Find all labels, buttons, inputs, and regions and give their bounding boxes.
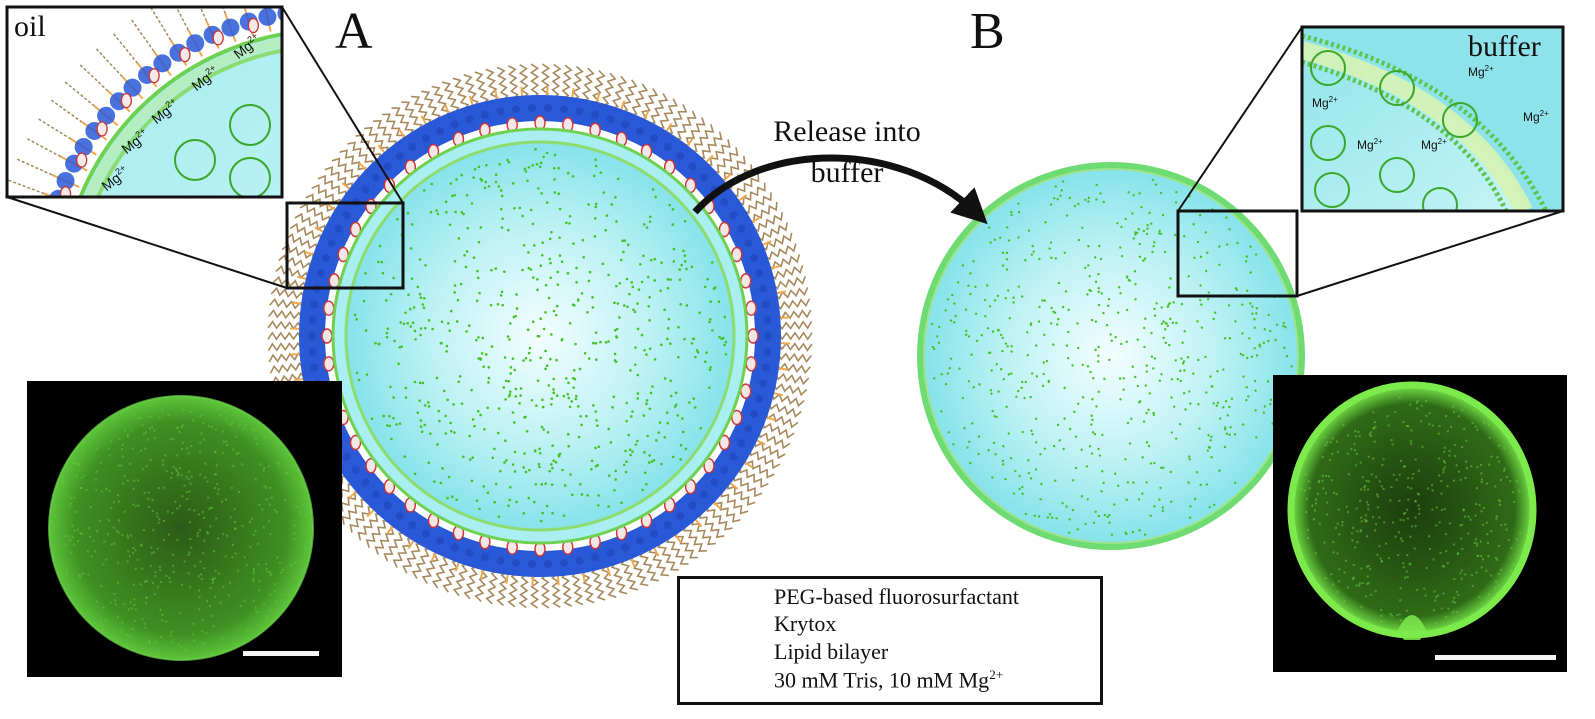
release-arrow-label-line-1: Release into bbox=[773, 115, 921, 148]
inset-b-vesicle-7 bbox=[1422, 187, 1458, 211]
zoom-box-a bbox=[285, 201, 405, 290]
inset-b-vesicle-5 bbox=[1379, 157, 1415, 193]
inset-b-ion-label-2: Mg2+ bbox=[1357, 137, 1383, 152]
legend-box: PEG-based fluorosurfactant Krytox Lipid … bbox=[677, 576, 1103, 705]
scale-bar-a bbox=[243, 651, 319, 656]
legend-label-buffer: 30 mM Tris, 10 mM Mg2+ bbox=[774, 667, 1003, 693]
inset-b-vesicle-1 bbox=[1310, 50, 1346, 86]
inset-b bbox=[1300, 25, 1565, 213]
scale-bar-b bbox=[1435, 655, 1556, 660]
droplet-a-lipid-inner bbox=[344, 140, 736, 532]
legend-label-buffer-sup: 2+ bbox=[989, 667, 1004, 682]
micrograph-a bbox=[27, 381, 342, 677]
release-arrow-label-line-2: buffer bbox=[810, 155, 884, 189]
inset-a-mg-ions bbox=[59, 17, 260, 197]
inset-b-connectors bbox=[1177, 26, 1564, 297]
inset-b-label: buffer bbox=[1468, 30, 1541, 63]
inset-a bbox=[5, 5, 284, 199]
inset-b-vesicle-3 bbox=[1442, 102, 1478, 138]
inset-b-ion-label-5: Mg2+ bbox=[1523, 109, 1549, 124]
inset-a-vesicle-3 bbox=[229, 157, 271, 197]
droplet-a bbox=[267, 63, 813, 609]
legend-label-lipid: Lipid bilayer bbox=[774, 639, 889, 664]
release-arrow-label: Release into buffer bbox=[752, 112, 942, 193]
inset-a-vesicle-1 bbox=[229, 104, 271, 146]
droplet-b-lipid-inner bbox=[923, 168, 1299, 544]
panel-label-a: A bbox=[335, 3, 373, 60]
inset-a-vesicle-2 bbox=[174, 139, 216, 181]
legend-label-krytox: Krytox bbox=[774, 611, 837, 636]
inset-b-vesicle-6 bbox=[1314, 172, 1350, 208]
inset-b-vesicle-4 bbox=[1310, 125, 1346, 161]
inset-b-ion-label-3: Mg2+ bbox=[1421, 137, 1447, 152]
release-arrow bbox=[692, 154, 988, 225]
zoom-box-b bbox=[1176, 209, 1299, 298]
legend-label-buffer-text: 30 mM Tris, 10 mM Mg bbox=[774, 667, 990, 693]
inset-a-connectors bbox=[6, 6, 404, 289]
micrograph-b bbox=[1273, 375, 1567, 672]
inset-b-ion-label-4: Mg2+ bbox=[1468, 64, 1494, 79]
droplet-a-content-dots bbox=[353, 147, 728, 523]
inset-b-vesicle-2 bbox=[1379, 70, 1415, 106]
droplet-b bbox=[917, 162, 1305, 550]
panel-label-b: B bbox=[970, 3, 1005, 60]
droplet-a-lipid-outer bbox=[331, 127, 749, 545]
legend-label-peg: PEG-based fluorosurfactant bbox=[774, 584, 1019, 609]
droplet-b-core bbox=[924, 169, 1298, 543]
droplet-b-content-dots bbox=[930, 178, 1293, 536]
inset-b-ion-label-1: Mg2+ bbox=[1312, 95, 1338, 110]
inset-a-label: oil bbox=[14, 10, 46, 43]
